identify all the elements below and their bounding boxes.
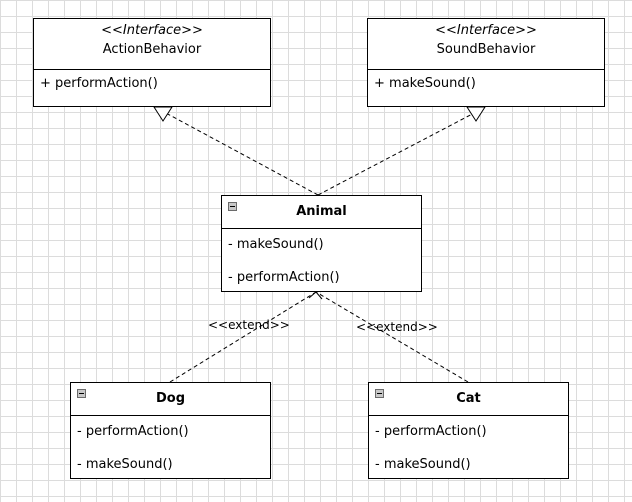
soundbehavior-interface-box[interactable]: <<Interface>> SoundBehavior + makeSound(… [367, 18, 605, 107]
actionbehavior-method: + performAction() [40, 76, 158, 91]
actionbehavior-header: <<Interface>> ActionBehavior [34, 19, 270, 70]
cat-class-box[interactable]: Cat - performAction() - makeSound() [368, 382, 569, 479]
collapse-icon[interactable] [375, 389, 384, 398]
actionbehavior-stereotype: <<Interface>> [101, 23, 203, 38]
dog-extends-animal-line[interactable] [169, 291, 317, 383]
cat-name: Cat [456, 391, 481, 406]
soundbehavior-method: + makeSound() [374, 76, 476, 91]
cat-extend-label: <<extend>> [356, 320, 438, 334]
dog-header: Dog [71, 383, 270, 416]
animal-class-box[interactable]: Animal - makeSound() - performAction() [221, 195, 422, 292]
animal-method-2: - performAction() [228, 270, 340, 285]
animal-realizes-actionbehavior-line[interactable] [163, 111, 319, 196]
animal-realizes-soundbehavior-line[interactable] [317, 111, 477, 196]
extend-arrowhead [308, 291, 323, 300]
dog-method-1: - performAction() [77, 424, 189, 439]
cat-method-2: - makeSound() [375, 457, 471, 472]
animal-method-1: - makeSound() [228, 237, 324, 252]
animal-header: Animal [222, 196, 421, 229]
soundbehavior-name: SoundBehavior [436, 42, 536, 57]
soundbehavior-realization-arrowhead [466, 106, 486, 122]
actionbehavior-interface-box[interactable]: <<Interface>> ActionBehavior + performAc… [33, 18, 271, 107]
soundbehavior-stereotype: <<Interface>> [435, 23, 537, 38]
animal-name: Animal [296, 204, 347, 219]
actionbehavior-name: ActionBehavior [102, 42, 202, 57]
collapse-icon[interactable] [77, 389, 86, 398]
dog-name: Dog [155, 391, 186, 406]
collapse-icon[interactable] [228, 202, 237, 211]
cat-header: Cat [369, 383, 568, 416]
cat-method-1: - performAction() [375, 424, 487, 439]
cat-extends-animal-line[interactable] [315, 291, 469, 383]
dog-extend-label: <<extend>> [208, 318, 290, 332]
actionbehavior-realization-arrowhead [153, 106, 173, 122]
dog-class-box[interactable]: Dog - performAction() - makeSound() [70, 382, 271, 479]
soundbehavior-header: <<Interface>> SoundBehavior [368, 19, 604, 70]
dog-method-2: - makeSound() [77, 457, 173, 472]
